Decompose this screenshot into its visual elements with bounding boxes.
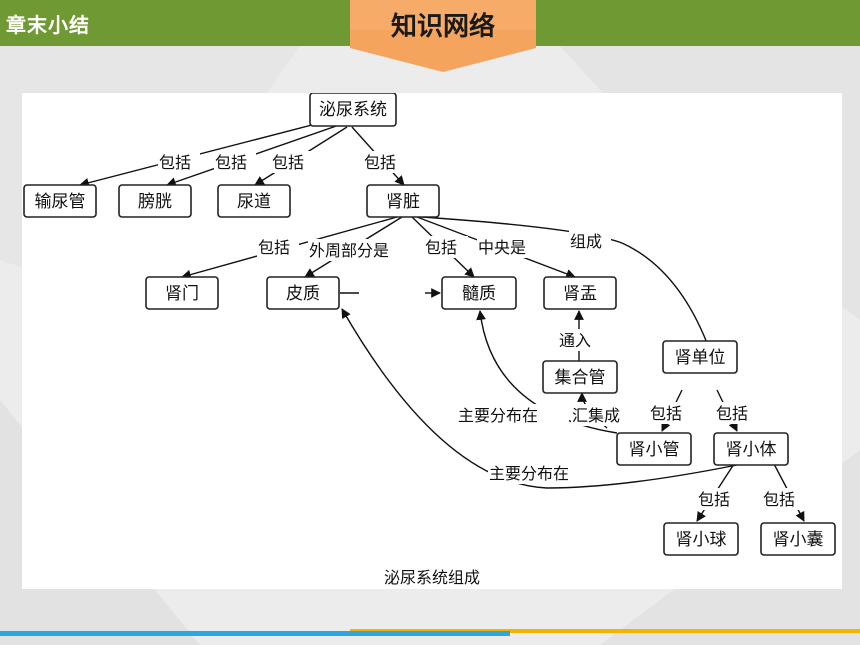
edge-label-includes-8: 包括	[716, 404, 748, 423]
edge-label-includes-7: 包括	[650, 404, 682, 423]
svg-text:膀胱: 膀胱	[138, 192, 172, 212]
edge-label-leads-into: 通入	[559, 331, 591, 350]
concept-map: 包括 包括 包括 包括 包括 外周部分是 包括 中央是 组成 通入 主要分布在 …	[23, 93, 836, 587]
edge-corpuscle-cortex	[341, 308, 738, 489]
node-renal-tubule: 肾小管	[616, 432, 692, 466]
connectors	[79, 118, 805, 522]
svg-text:肾门: 肾门	[165, 284, 199, 304]
edge-system-ureter	[79, 118, 336, 188]
title-tab: 知识网络	[350, 0, 536, 73]
node-nephron: 肾单位	[662, 340, 738, 374]
node-kidney: 肾脏	[366, 184, 440, 218]
node-bladder: 膀胱	[118, 184, 192, 218]
node-medulla: 髓质	[441, 276, 517, 310]
node-renal-pelvis: 肾盂	[543, 276, 617, 310]
edge-labels: 包括 包括 包括 包括 包括 外周部分是 包括 中央是 组成 通入 主要分布在 …	[158, 151, 806, 510]
footer-accent-yellow	[350, 629, 860, 633]
svg-text:集合管: 集合管	[555, 368, 606, 388]
edge-label-includes-2: 包括	[215, 153, 247, 172]
node-urinary-system: 泌尿系统	[309, 93, 397, 127]
svg-text:肾单位: 肾单位	[675, 348, 726, 368]
edge-label-includes-3: 包括	[272, 153, 304, 172]
svg-text:髓质: 髓质	[462, 284, 496, 304]
title-tab-shape	[350, 0, 536, 72]
edge-tubule-medulla	[476, 310, 618, 434]
edge-label-mainly-in-2: 主要分布在	[489, 464, 569, 483]
diagram-panel: 包括 包括 包括 包括 包括 外周部分是 包括 中央是 组成 通入 主要分布在 …	[22, 93, 842, 589]
svg-text:皮质: 皮质	[286, 284, 320, 304]
edge-label-peripheral: 外周部分是	[309, 241, 389, 260]
edge-label-includes-4: 包括	[364, 153, 396, 172]
node-glomerulus: 肾小球	[663, 522, 739, 556]
svg-text:肾盂: 肾盂	[563, 284, 597, 304]
node-renal-capsule: 肾小囊	[760, 522, 836, 556]
node-renal-hilum: 肾门	[145, 276, 219, 310]
edge-label-composed-of: 组成	[570, 232, 602, 251]
node-collecting-duct: 集合管	[542, 360, 618, 394]
edge-label-includes-10: 包括	[763, 490, 795, 509]
edge-kidney-nephron	[421, 216, 708, 344]
svg-text:肾小球: 肾小球	[676, 530, 727, 550]
page-title: 知识网络	[390, 12, 495, 42]
edge-label-includes-5: 包括	[258, 238, 290, 257]
svg-text:肾脏: 肾脏	[386, 192, 420, 212]
edge-label-central: 中央是	[478, 238, 526, 257]
section-label: 章末小结	[6, 13, 90, 37]
node-renal-corpuscle: 肾小体	[713, 432, 789, 466]
node-urethra: 尿道	[217, 184, 291, 218]
svg-text:尿道: 尿道	[237, 192, 271, 212]
edge-label-converge: 汇集成	[572, 406, 620, 425]
footer-accent-blue	[0, 631, 510, 636]
edge-label-includes-6: 包括	[425, 238, 457, 257]
edge-label-includes-1: 包括	[159, 153, 191, 172]
svg-text:肾小管: 肾小管	[629, 440, 680, 460]
edge-label-mainly-in-1: 主要分布在	[458, 406, 538, 425]
diagram-caption: 泌尿系统组成	[384, 568, 480, 587]
svg-text:泌尿系统: 泌尿系统	[319, 100, 387, 120]
node-ureter: 输尿管	[23, 184, 97, 218]
edge-label-includes-9: 包括	[698, 490, 730, 509]
svg-text:肾小体: 肾小体	[726, 440, 777, 460]
node-cortex: 皮质	[266, 276, 340, 310]
svg-text:肾小囊: 肾小囊	[773, 530, 824, 550]
svg-text:输尿管: 输尿管	[35, 192, 86, 212]
